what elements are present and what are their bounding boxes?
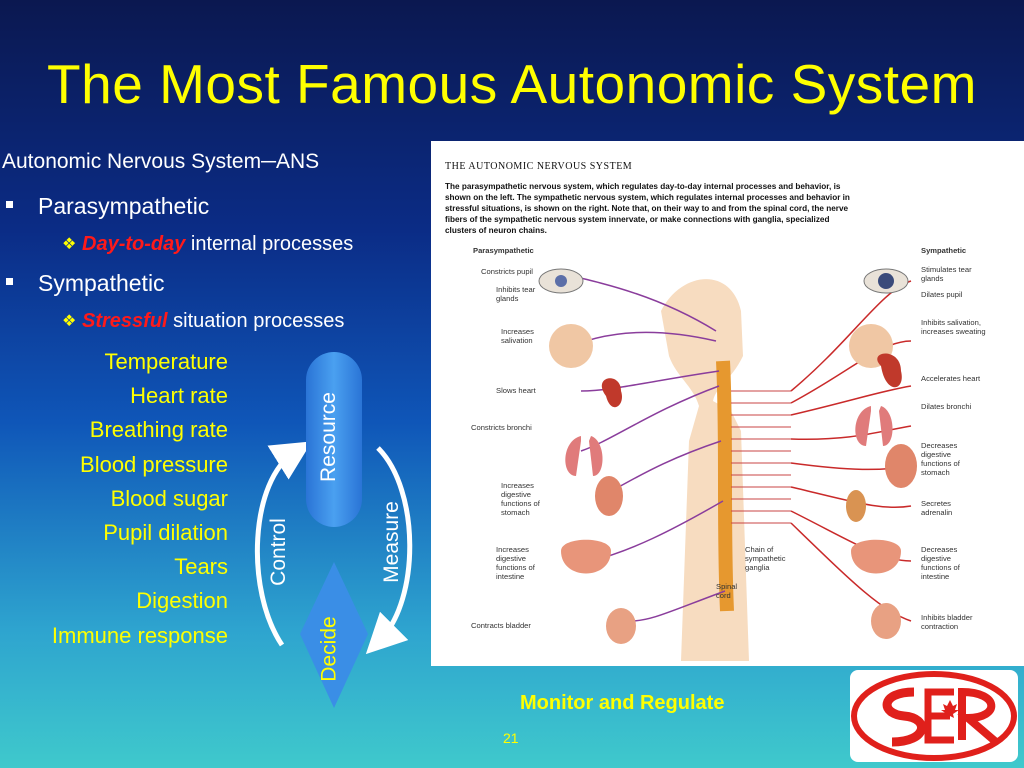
figure-description: The parasympathetic nervous system, whic… <box>445 182 850 235</box>
ser-logo-mark <box>851 671 1017 761</box>
bullet-sympathetic: Sympathetic <box>6 270 165 297</box>
bullet-square-icon <box>6 201 13 208</box>
left-label: Constricts pupil <box>481 267 533 276</box>
control-label: Control <box>266 518 290 586</box>
left-label: Contracts bladder <box>471 621 531 630</box>
sympathetic-header: Sympathetic <box>921 246 967 255</box>
vitals-list: Temperature Heart rate Breathing rate Bl… <box>0 345 228 653</box>
left-label: Increases digestive functions of intesti… <box>496 545 535 581</box>
right-label: Dilates pupil <box>921 290 963 299</box>
spinal-cord-label: Spinal cord <box>716 582 738 600</box>
control-cycle-diagram: Resource Measure Control Decide <box>240 340 430 710</box>
vital-item: Tears <box>174 554 228 580</box>
figure-title: THE AUTONOMIC NERVOUS SYSTEM <box>445 161 633 172</box>
ser-logo <box>850 670 1018 762</box>
sub-bullet-text: internal processes <box>185 233 354 255</box>
highlight-text: Stressful <box>82 310 168 332</box>
bullet-label: Parasympathetic <box>38 193 210 219</box>
vital-item: Heart rate <box>130 383 228 409</box>
diamond-bullet-icon: ❖ <box>62 236 77 253</box>
sub-bullet-text: situation processes <box>167 310 345 332</box>
slide-title: The Most Famous Autonomic System <box>47 53 977 115</box>
ganglia-label: Chain of sympathetic ganglia <box>745 545 786 572</box>
sub-bullet-day-to-day: ❖ Day-to-day internal processes <box>62 233 354 256</box>
vital-item: Pupil dilation <box>103 520 228 546</box>
bullet-parasympathetic: Parasympathetic <box>6 193 210 220</box>
vital-item: Digestion <box>136 588 228 614</box>
body-illustration <box>538 268 917 661</box>
measure-label: Measure <box>379 501 403 583</box>
diamond-bullet-icon: ❖ <box>62 313 77 330</box>
right-label: Dilates bronchi <box>921 402 972 411</box>
highlight-text: Day-to-day <box>82 233 186 255</box>
resource-pill <box>306 352 362 527</box>
left-label: Slows heart <box>496 386 536 395</box>
right-label: Inhibits bladder contraction <box>921 613 973 631</box>
left-label: Increases digestive functions of stomach <box>501 481 540 517</box>
cycle-arrows <box>254 441 413 708</box>
vital-item: Blood pressure <box>80 451 228 477</box>
right-label: Stimulates tear glands <box>921 265 972 283</box>
left-label: Increases salivation <box>501 327 534 345</box>
page-number: 21 <box>503 730 519 746</box>
decide-label: Decide <box>317 616 341 682</box>
right-label: Decreases digestive functions of intesti… <box>921 545 960 581</box>
right-label: Decreases digestive functions of stomach <box>921 441 960 477</box>
vital-item: Breathing rate <box>89 417 228 443</box>
sub-bullet-stressful: ❖ Stressful situation processes <box>62 310 345 333</box>
parasympathetic-header: Parasympathetic <box>473 246 534 255</box>
vital-item: Temperature <box>104 349 228 374</box>
bullet-square-icon <box>6 278 13 285</box>
ans-heading: Autonomic Nervous System─ANS <box>2 150 320 173</box>
vital-item: Blood sugar <box>110 485 228 511</box>
left-label: Inhibits tear glands <box>496 285 536 303</box>
vital-item: Immune response <box>51 622 228 648</box>
left-label: Constricts bronchi <box>471 423 532 432</box>
right-label: Inhibits salivation, increases sweating <box>921 318 986 336</box>
monitor-regulate-caption: Monitor and Regulate <box>520 692 725 714</box>
bullet-label: Sympathetic <box>38 270 165 296</box>
right-label: Accelerates heart <box>921 374 981 383</box>
right-label: Secretes adrenalin <box>921 499 953 517</box>
autonomic-nervous-system-figure: THE AUTONOMIC NERVOUS SYSTEM The parasym… <box>431 141 1024 666</box>
resource-label: Resource <box>316 392 340 482</box>
